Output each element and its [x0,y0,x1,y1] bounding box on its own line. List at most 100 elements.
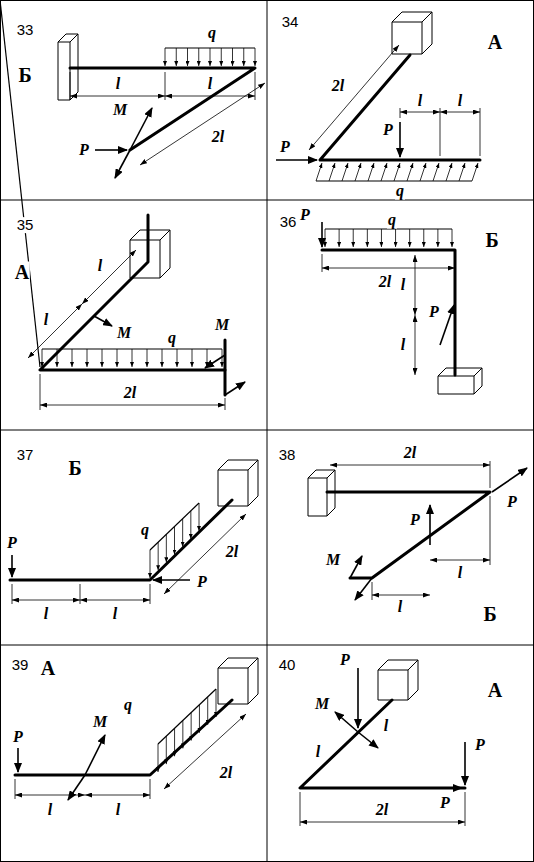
stroke [243,48,244,66]
load-label: P [474,737,486,754]
stroke [248,658,258,668]
stroke [432,12,433,44]
stroke [248,694,258,704]
stroke [335,470,336,508]
stroke [325,228,452,229]
stroke [150,550,151,578]
problem-number: 37 [16,447,35,463]
load-label: M [116,325,132,342]
stroke [58,100,70,101]
stroke [72,349,73,367]
stroke [158,689,216,744]
load-label: 2l [219,765,233,782]
stroke [66,34,78,35]
stroke [420,163,426,181]
stroke [130,240,160,241]
load-label: 2l [403,445,417,462]
load-label: 2l [375,802,389,819]
stroke [130,230,140,240]
stroke [160,240,161,278]
stroke [58,34,66,42]
load-label: l [43,312,49,329]
stroke [327,508,335,516]
stroke [248,460,258,470]
stroke [228,460,258,461]
variant-letter: А [14,262,30,283]
load-label: l [457,565,463,582]
load-label: P [78,142,90,159]
stroke [57,349,58,367]
stroke [392,22,393,54]
stroke [395,229,396,247]
stroke [308,478,327,479]
problem-number: 38 [278,447,297,463]
load-label: P [12,729,24,746]
dimension-lines [12,45,490,826]
load-label: l [400,277,406,294]
stroke [474,376,475,394]
load-label: P [196,574,208,591]
stroke [222,349,223,367]
stroke [130,240,131,278]
stroke [70,92,78,100]
stroke [165,48,166,66]
stroke [198,48,199,66]
stroke [218,470,219,506]
load-arrows [12,108,527,800]
load-label: P [382,122,394,139]
load-label: l [207,76,213,93]
load-label: l [397,599,403,616]
load-label: P [339,652,351,669]
stroke [191,713,192,741]
load-label: 2l [331,78,345,95]
stroke [248,470,249,506]
stroke [190,511,191,539]
stroke [422,12,432,22]
load-label: q [123,697,133,714]
stroke [339,229,340,247]
stroke [182,720,183,748]
stroke [329,163,335,181]
stroke [394,163,400,181]
stroke [438,394,474,395]
load-label: q [395,183,405,200]
stroke [228,658,258,659]
load-label: q [207,25,217,42]
stroke [402,12,432,13]
walls-and-distributed-loads [0,0,482,772]
load-label: M [314,696,330,713]
stroke [422,22,423,54]
stroke [378,700,408,701]
variant-letter: Б [484,230,499,251]
stroke [166,534,167,562]
stroke [130,278,160,279]
stroke [87,349,88,367]
stroke [199,503,200,531]
stroke [218,506,248,507]
stroke [218,668,248,669]
load-label: l [115,802,121,819]
load-label: 2l [211,129,225,146]
stroke [255,48,256,66]
stroke [325,229,326,247]
stroke [438,376,474,377]
stroke [258,460,259,496]
stroke [438,376,439,394]
load-label: P [299,207,311,224]
load-label: M [214,317,230,334]
stroke [192,349,193,367]
stroke [174,728,175,756]
stroke [58,42,59,100]
stroke [327,478,328,516]
stroke [381,163,387,181]
stroke [218,658,228,668]
stroke [0,0,40,367]
stroke [218,704,248,705]
stroke [378,670,379,700]
stroke [162,349,163,367]
frame-beams [10,55,490,788]
load-label: 2l [123,385,137,402]
load-label: P [439,795,451,812]
